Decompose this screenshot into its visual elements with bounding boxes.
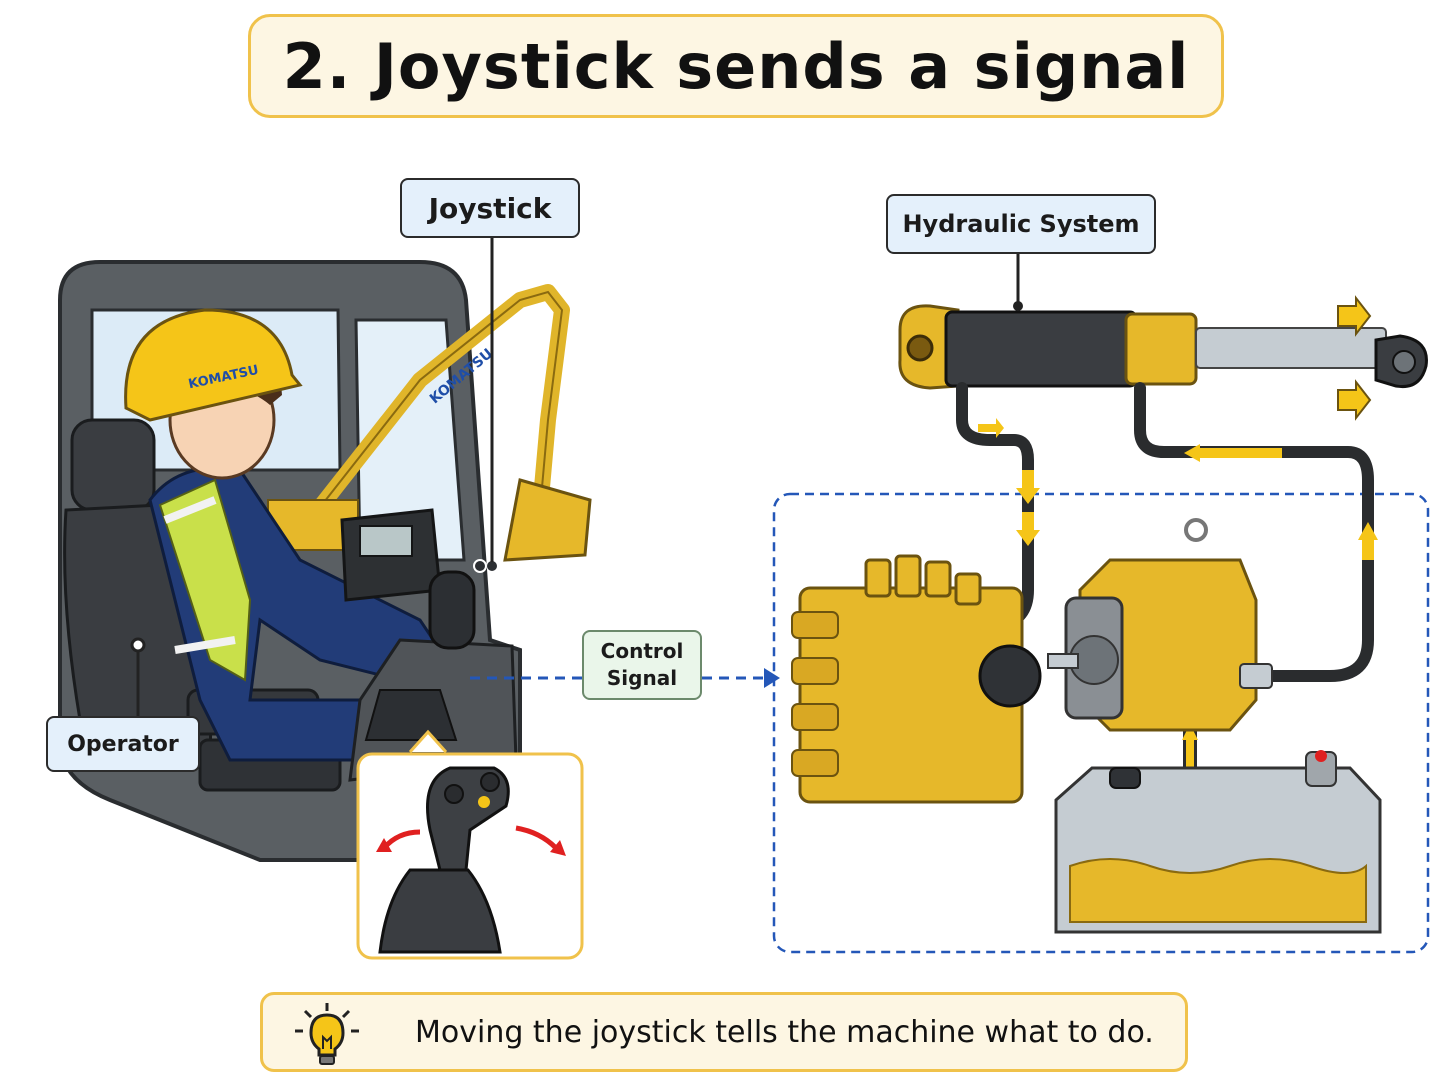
operator-label: Operator: [46, 716, 200, 772]
left-motion-arrow: [376, 838, 392, 852]
cab-monitor: [340, 508, 442, 602]
control-signal-line2: Signal: [606, 666, 678, 690]
hydraulic-region-outline: [772, 492, 1430, 954]
joystick-label: Joystick: [400, 178, 580, 238]
right-motion-arrow: [550, 840, 566, 856]
control-valve: [791, 554, 1042, 804]
hydraulic-cylinder: [898, 304, 1428, 390]
title-banner: 2. Joystick sends a signal: [248, 14, 1224, 118]
page-title: 2. Joystick sends a signal: [282, 29, 1190, 103]
signal-arrowhead: [764, 668, 780, 688]
control-signal-line1: Control: [600, 639, 684, 663]
extend-arrow-upper: [1337, 295, 1372, 337]
control-signal-label: Control Signal: [582, 630, 702, 700]
tip-text: Moving the joystick tells the machine wh…: [415, 1015, 1154, 1050]
operator-figure: KOMATSU: [124, 308, 443, 762]
joystick-console: [348, 559, 518, 782]
oil-tank: [1054, 750, 1382, 934]
extend-arrow-lower: [1337, 379, 1372, 421]
hydraulic-pump: [1047, 518, 1273, 732]
tip-banner: Moving the joystick tells the machine wh…: [260, 992, 1188, 1072]
joystick-zoom-inset: [356, 729, 584, 960]
lightbulb-icon: [295, 1003, 359, 1065]
hydraulic-system-label: Hydraulic System: [886, 194, 1156, 254]
